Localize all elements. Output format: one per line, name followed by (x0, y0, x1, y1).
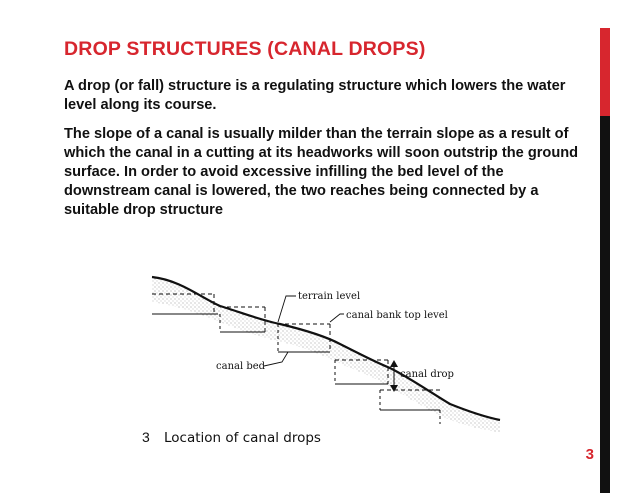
canal-drop-arrow (390, 360, 398, 392)
leader-lines (263, 295, 344, 367)
figure-caption: Location of canal drops (164, 430, 321, 446)
terrain-level-label: terrain level (298, 291, 360, 302)
page-number: 3 (585, 446, 594, 463)
canal-bank-top-level-label: canal bank top level (346, 310, 448, 321)
slide-title: DROP STRUCTURES (CANAL DROPS) (64, 38, 426, 60)
canal-reaches (152, 293, 441, 424)
canal-drops-diagram: terrain level canal bank top level canal… (142, 275, 501, 446)
canal-bed-label: canal bed (216, 361, 266, 372)
canal-drops-figure: terrain level canal bank top level canal… (130, 262, 520, 452)
canal-drop-label: canal drop (400, 369, 454, 380)
accent-bar-red (600, 28, 610, 116)
accent-bar-black (600, 116, 610, 493)
ground-stipple (152, 277, 500, 432)
intro-paragraph: A drop (or fall) structure is a regulati… (64, 78, 566, 113)
figure-number: 3 (142, 429, 150, 445)
terrain-line (151, 275, 501, 422)
body-paragraph: The slope of a canal is usually milder t… (64, 126, 579, 218)
